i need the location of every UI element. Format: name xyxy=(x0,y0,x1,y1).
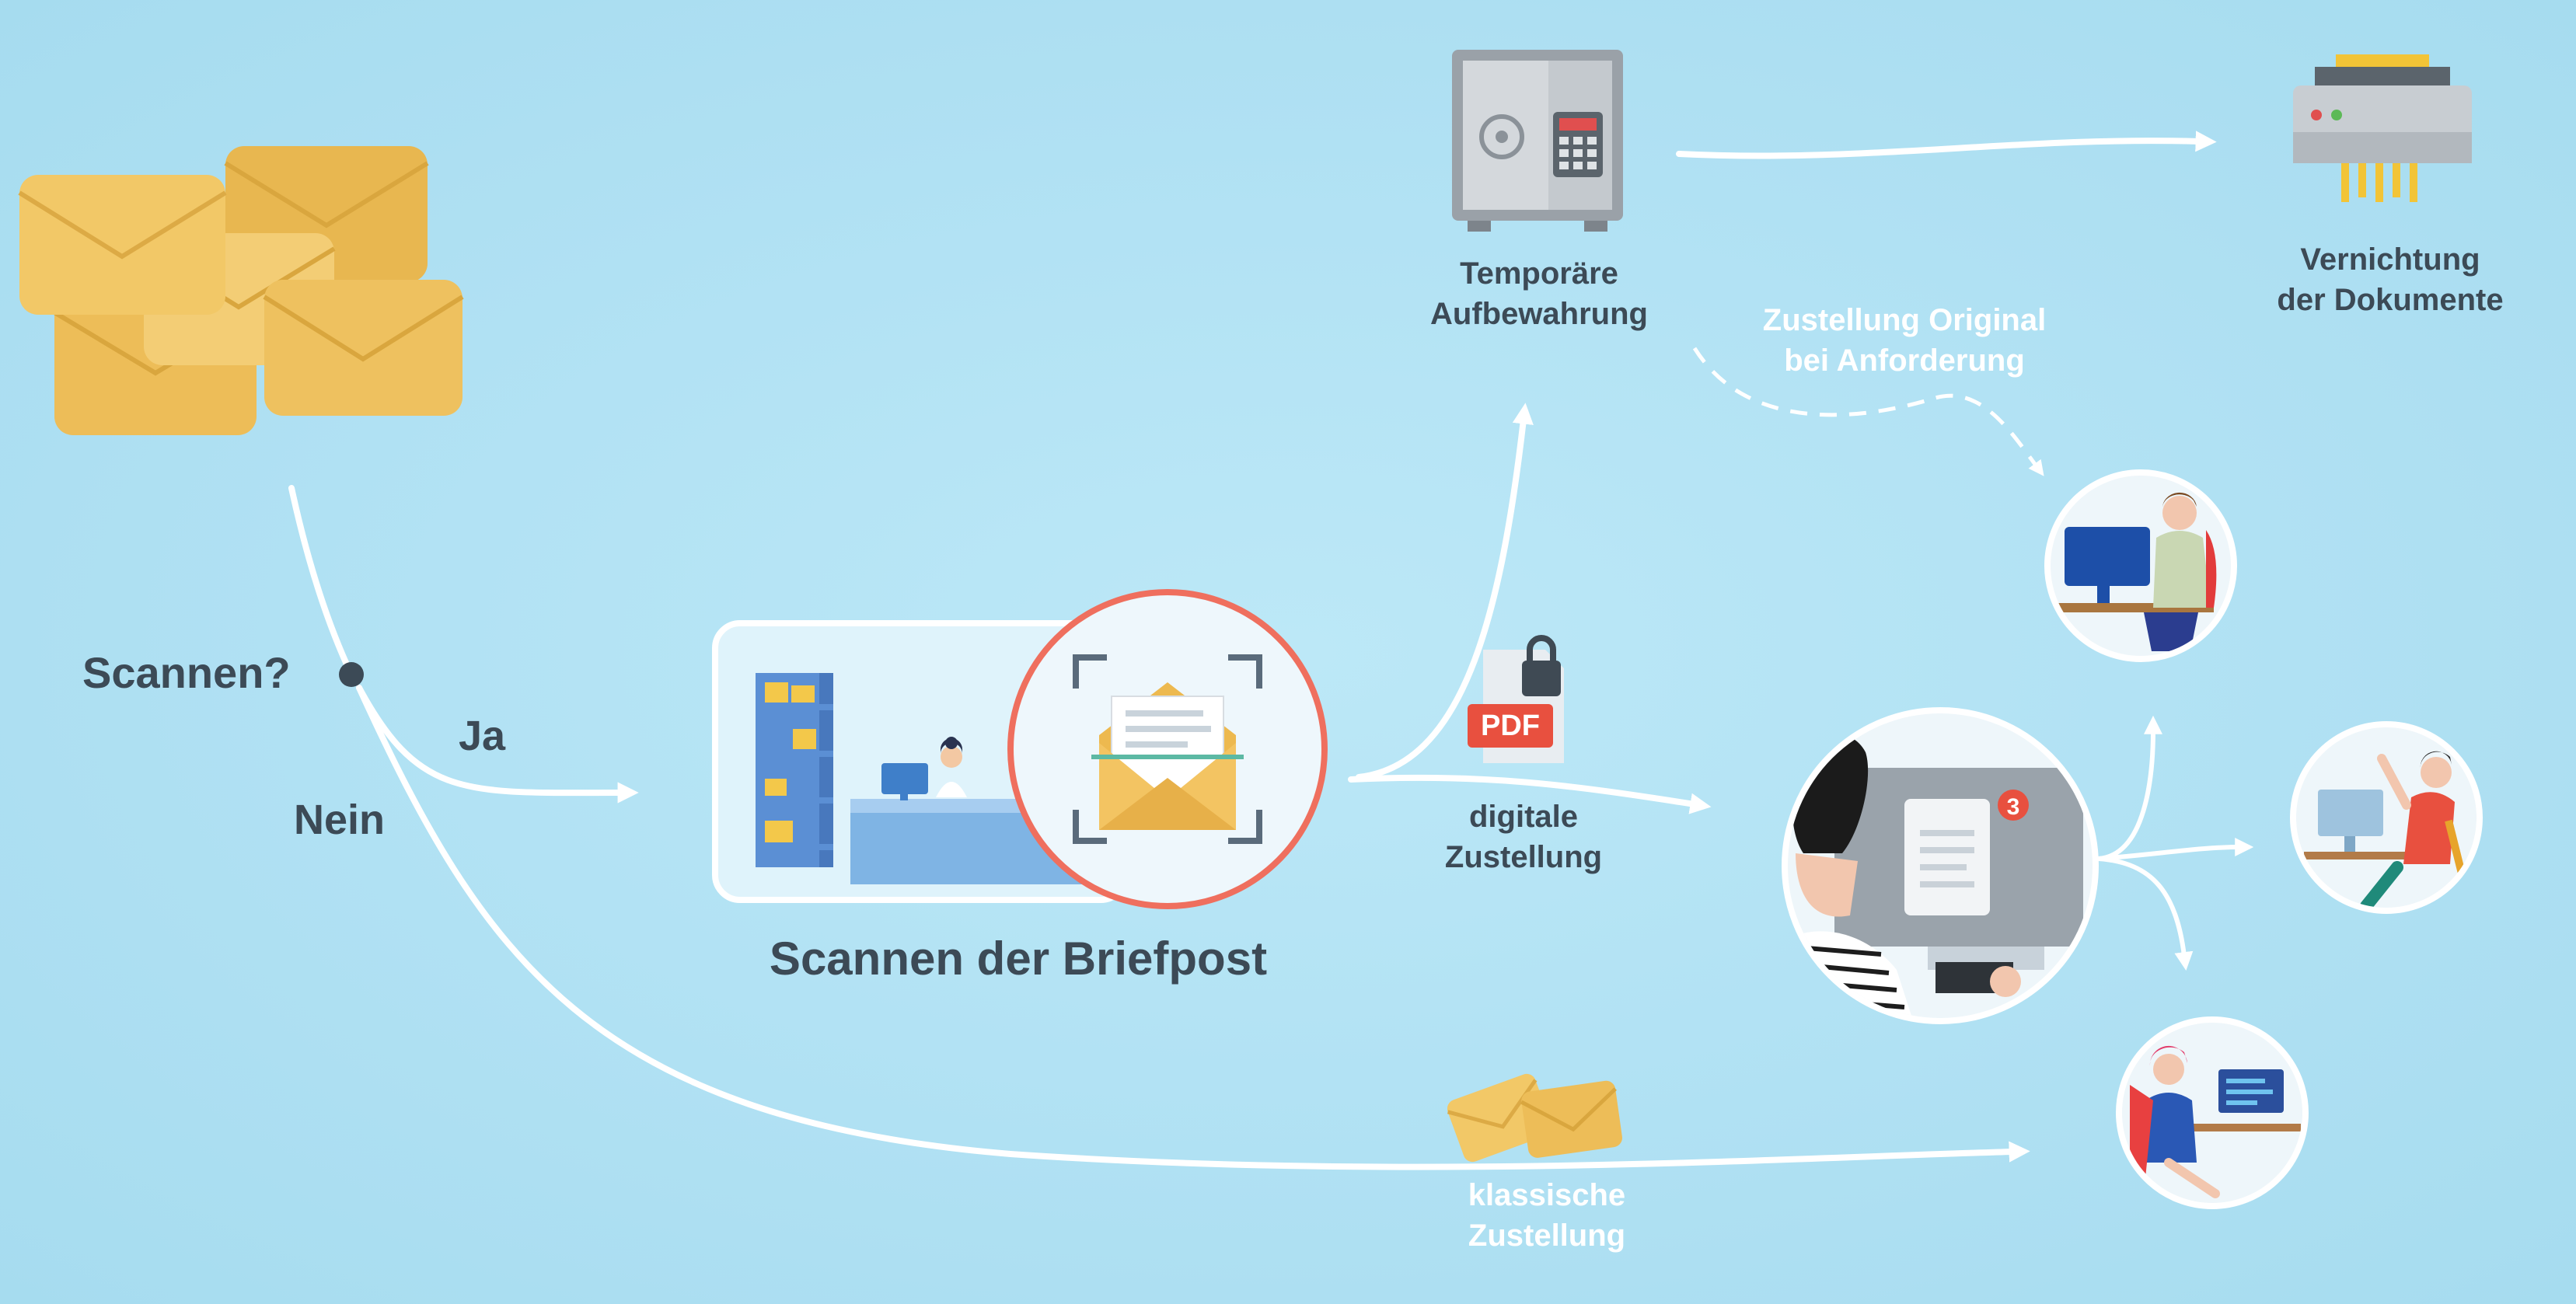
label-digitale-line2: Zustellung xyxy=(1444,840,1603,874)
label-klassische-line1: klassische xyxy=(1468,1178,1626,1212)
arrow-employee-top xyxy=(2096,715,2162,861)
decision-node xyxy=(339,662,364,687)
label-vernichtung-line1: Vernichtung xyxy=(2300,242,2480,277)
arrow-digital xyxy=(1348,774,1712,814)
arrow-employee-mid xyxy=(2096,838,2254,861)
label-vernichtung-line2: der Dokumente xyxy=(2277,283,2504,317)
safe-icon xyxy=(1452,50,1623,232)
notification-count: 3 xyxy=(2007,794,2020,820)
label-zustellung-original-line2: bei Anforderung xyxy=(1784,343,2025,378)
arrow-storage xyxy=(1356,403,1534,780)
small-envelopes-icon xyxy=(1447,1073,1622,1163)
laptop-notification-icon: 3 xyxy=(1782,707,2099,1024)
arrow-employee-bot xyxy=(2096,856,2194,971)
label-scannen-briefpost: Scannen der Briefpost xyxy=(769,933,1268,985)
scan-envelope-icon xyxy=(1007,589,1328,909)
label-nein: Nein xyxy=(294,797,386,843)
arrow-start xyxy=(288,485,354,678)
label-zustellung-original-line1: Zustellung Original xyxy=(1762,303,2047,337)
label-klassische-line2: Zustellung xyxy=(1468,1219,1626,1253)
label-zustellung-original: Zustellung Original bei Anforderung xyxy=(1710,300,2099,381)
arrow-nein xyxy=(356,685,2030,1170)
label-klassische: klassische Zustellung xyxy=(1430,1175,1663,1256)
arrow-shred xyxy=(1676,131,2217,159)
shredder-icon xyxy=(2293,54,2472,202)
label-vernichtung: Vernichtung der Dokumente xyxy=(2239,239,2542,320)
employee-icon-3 xyxy=(2116,1016,2309,1209)
pdf-badge: PDF xyxy=(1468,704,1553,748)
employee-icon-1 xyxy=(2044,469,2237,662)
label-temporaere: Temporäre Aufbewahrung xyxy=(1384,253,1695,334)
label-digitale-line1: digitale xyxy=(1468,800,1579,834)
pdf-lock-icon: PDF xyxy=(1468,634,1576,766)
arrow-ja xyxy=(356,685,639,804)
label-ja: Ja xyxy=(459,713,506,759)
label-temporaere-line2: Aufbewahrung xyxy=(1430,297,1648,331)
label-digitale: digitale Zustellung xyxy=(1391,797,1656,877)
employee-icon-2 xyxy=(2290,721,2483,914)
arrow-original-dashed xyxy=(1692,347,2044,476)
label-scannen-question: Scannen? xyxy=(82,648,291,697)
label-temporaere-line1: Temporäre xyxy=(1460,256,1618,291)
envelope-stack-icon xyxy=(18,146,464,435)
